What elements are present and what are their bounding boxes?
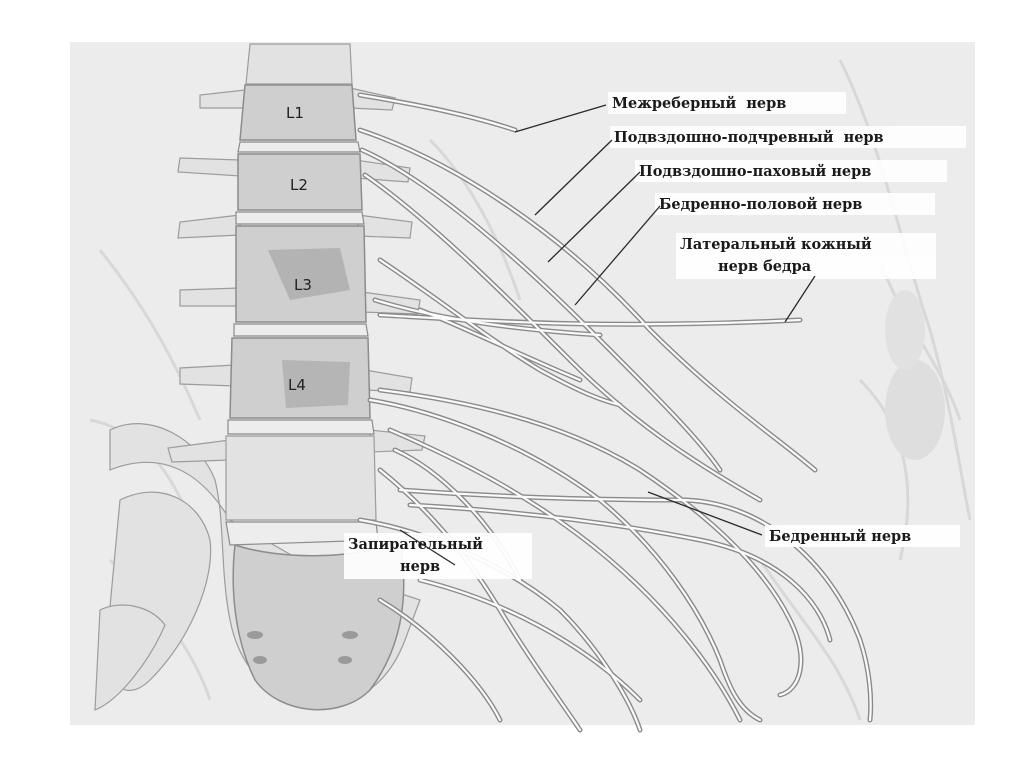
vertebra-label-l1: L1 xyxy=(286,104,304,122)
label-lateral-cutaneous-line1: Латеральный кожный xyxy=(680,236,872,253)
vertebra-label-l4: L4 xyxy=(288,376,306,394)
label-intercostal-nerve: Межреберный нерв xyxy=(612,95,786,112)
label-femoral-nerve: Бедренный нерв xyxy=(769,528,911,545)
label-ilioinguinal-nerve: Подвздошно-паховый нерв xyxy=(639,163,871,180)
label-lateral-cutaneous-line2: нерв бедра xyxy=(718,258,812,275)
label-obturator-line1: Запирательный xyxy=(348,536,483,553)
vertebra-label-l3: L3 xyxy=(294,276,312,294)
vertebra-label-l2: L2 xyxy=(290,176,308,194)
label-iliohypogastric-nerve: Подвздошно-подчревный нерв xyxy=(614,129,884,146)
label-genitofemoral-nerve: Бедренно-половой нерв xyxy=(659,196,862,213)
label-obturator-line2: нерв xyxy=(400,558,440,575)
